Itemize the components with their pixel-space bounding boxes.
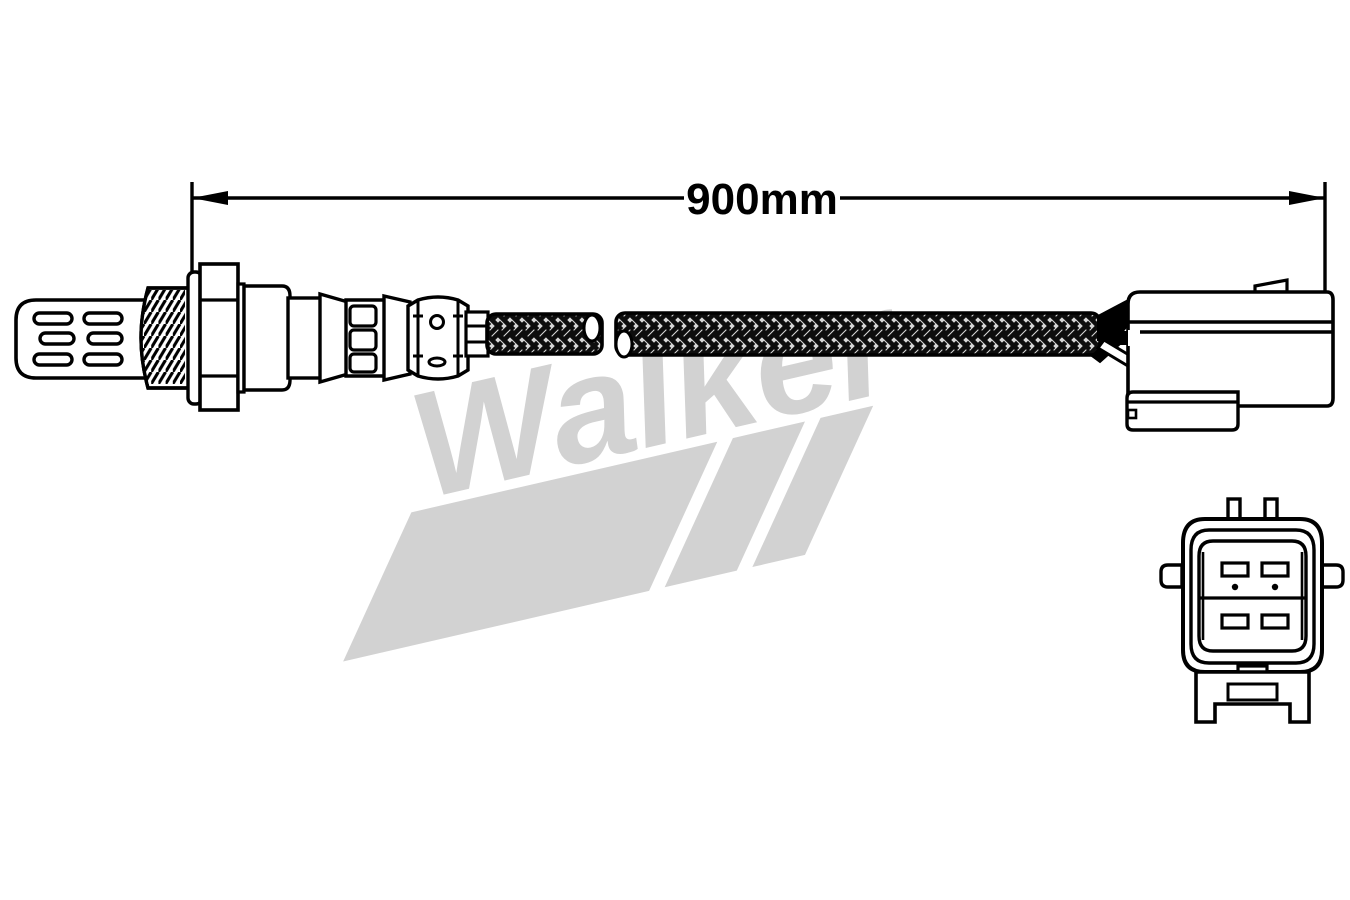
connector-side-tabs: [1159, 563, 1345, 589]
connector-bottom-latch: [1194, 664, 1311, 724]
connector-terminals: [1220, 561, 1290, 630]
probe-vent-slots: [32, 311, 124, 367]
connector-face-view: [1159, 497, 1345, 724]
dimension-annotation: [190, 182, 1327, 352]
braided-cable-segment-1: [485, 312, 604, 356]
connector-keying-dots: [1231, 583, 1279, 591]
vented-body-section: [344, 293, 412, 383]
connector-housing-side-view: [1125, 278, 1335, 432]
dimension-arrow-left: [192, 191, 228, 205]
threaded-mounting-boss: [139, 286, 192, 390]
braided-cable-segment-2: [614, 311, 1102, 359]
hex-nut: [198, 262, 240, 412]
sensor-neck: [286, 296, 324, 380]
dimension-arrow-right: [1289, 191, 1325, 205]
tapered-shoulder: [318, 291, 350, 385]
sensor-barrel: [236, 282, 292, 394]
crimp-ferrule: [406, 295, 490, 381]
body-windows: [348, 304, 378, 374]
sensor-probe-tip: [14, 298, 152, 380]
watermark-swoosh: [343, 405, 874, 662]
dimension-label: 900mm: [686, 175, 838, 224]
